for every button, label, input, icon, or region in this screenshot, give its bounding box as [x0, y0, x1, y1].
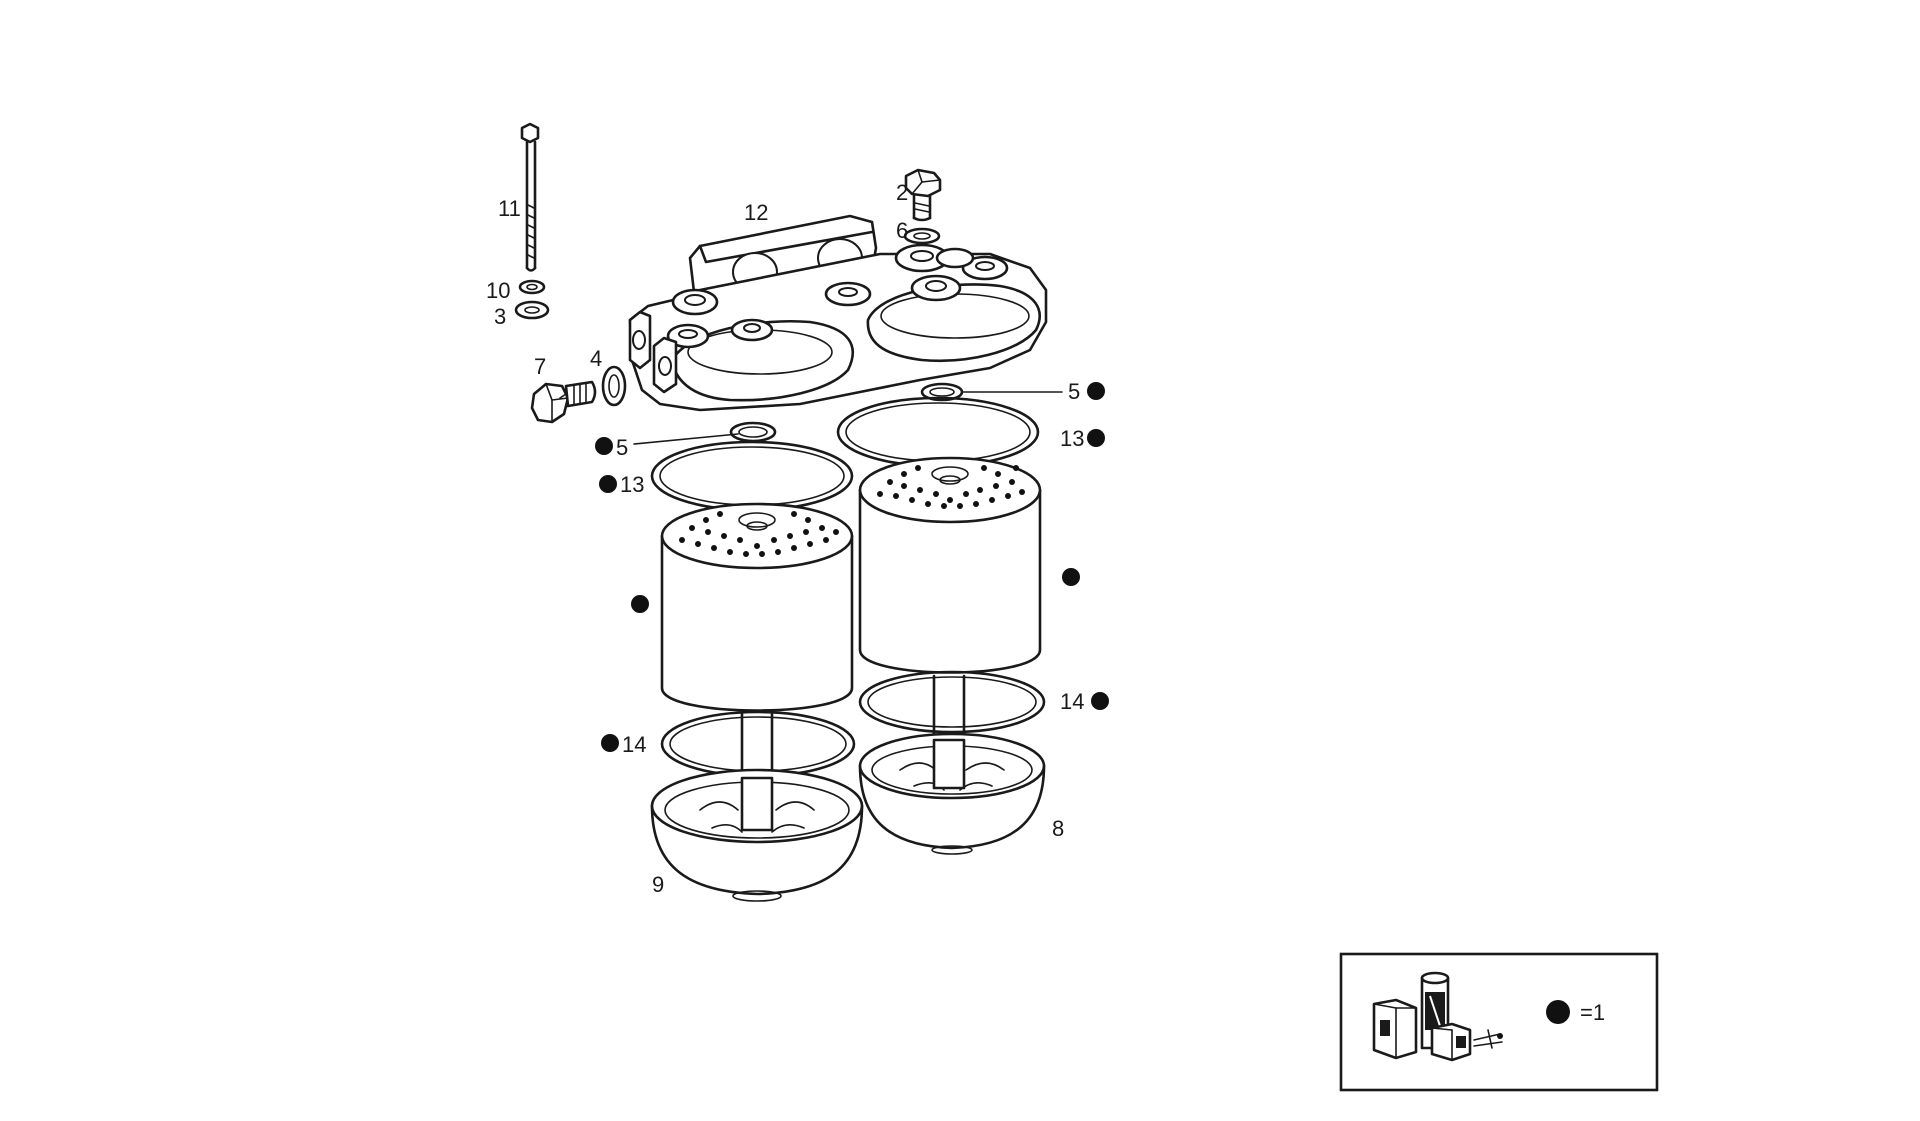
- o-ring-5-left: [729, 421, 777, 443]
- kit-marker-dot: [601, 734, 619, 752]
- legend-quantity-label: =1: [1580, 1000, 1605, 1025]
- kit-marker-dot: [1087, 429, 1105, 447]
- bolt-11: [520, 122, 540, 272]
- washer-3: [514, 300, 550, 320]
- callout-12: 12: [744, 200, 768, 225]
- seal-13-right: [836, 396, 1040, 468]
- seal-14-left: [660, 710, 856, 778]
- kit-markers: [595, 382, 1109, 752]
- kit-marker-dot: [595, 437, 613, 455]
- callout-4: 4: [590, 346, 602, 371]
- callout-14-right: 14: [1060, 689, 1084, 714]
- plug-screw-7: [530, 380, 597, 424]
- callout-14-left: 14: [622, 732, 646, 757]
- callout-2: 2: [896, 180, 908, 205]
- kit-marker-dot: [1062, 568, 1080, 586]
- seal-14-right: [858, 670, 1046, 734]
- filter-head-12: [628, 214, 1048, 412]
- kit-marker-dot: [599, 475, 617, 493]
- callout-7: 7: [534, 354, 546, 379]
- legend-marker-dot: [1546, 1000, 1570, 1024]
- kit-marker-dot: [1087, 382, 1105, 400]
- callout-13-left: 13: [620, 472, 644, 497]
- callout-13-right: 13: [1060, 426, 1084, 451]
- kit-marker-dot: [1091, 692, 1109, 710]
- callout-5-right: 5: [1068, 379, 1080, 404]
- callout-labels: 11 12 2 6 10 3 7 4 5 13 5 13 14 14 8 9: [486, 180, 1084, 897]
- callout-5-left: 5: [616, 435, 628, 460]
- washer-10: [518, 279, 546, 295]
- callout-10: 10: [486, 278, 510, 303]
- leader-lines: [559, 391, 1063, 445]
- kit-package-icon: [1372, 971, 1503, 1062]
- callout-11: 11: [498, 196, 521, 221]
- washer-6: [903, 227, 941, 245]
- bowl-8: [858, 674, 1046, 855]
- seal-ring-4: [601, 365, 627, 407]
- seal-13-left: [650, 440, 854, 512]
- bowl-9: [650, 712, 864, 902]
- perforations: [877, 465, 1025, 509]
- callout-6: 6: [896, 218, 908, 243]
- callout-3: 3: [494, 304, 506, 329]
- callout-8: 8: [1052, 816, 1064, 841]
- perforations: [679, 511, 839, 557]
- callout-9: 9: [652, 872, 664, 897]
- boss: [666, 243, 1009, 349]
- kit-marker-dot: [631, 595, 649, 613]
- bolt-2: [904, 168, 942, 222]
- filter-element-left: [660, 502, 854, 712]
- legend-box: =1: [1339, 952, 1659, 1092]
- filter-element-right: [858, 456, 1042, 674]
